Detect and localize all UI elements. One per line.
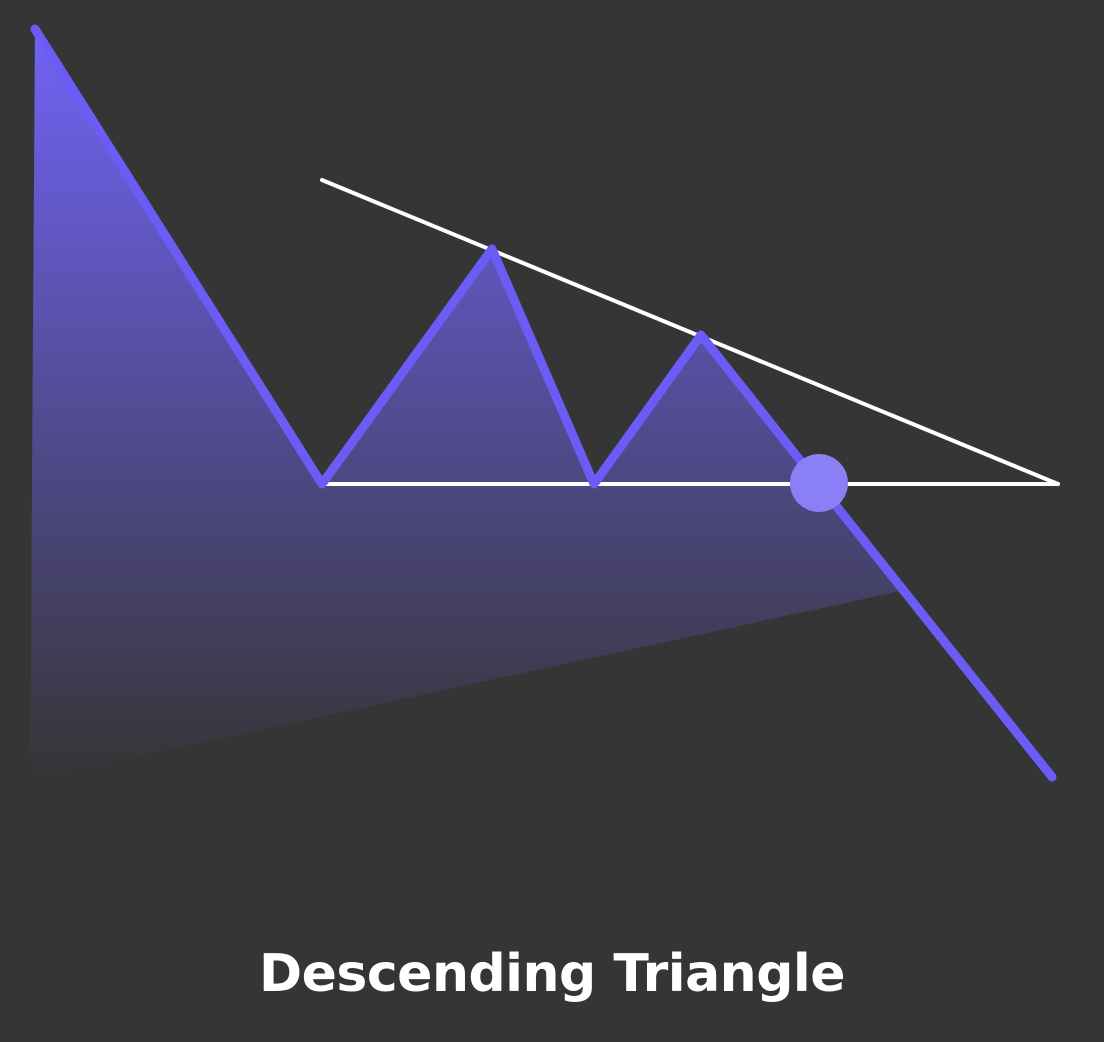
resistance-trend-line: [320, 178, 1060, 486]
pattern-caption: Descending Triangle: [258, 944, 846, 1004]
price-area-fill: [30, 29, 905, 780]
breakout-point-marker: [790, 454, 848, 512]
